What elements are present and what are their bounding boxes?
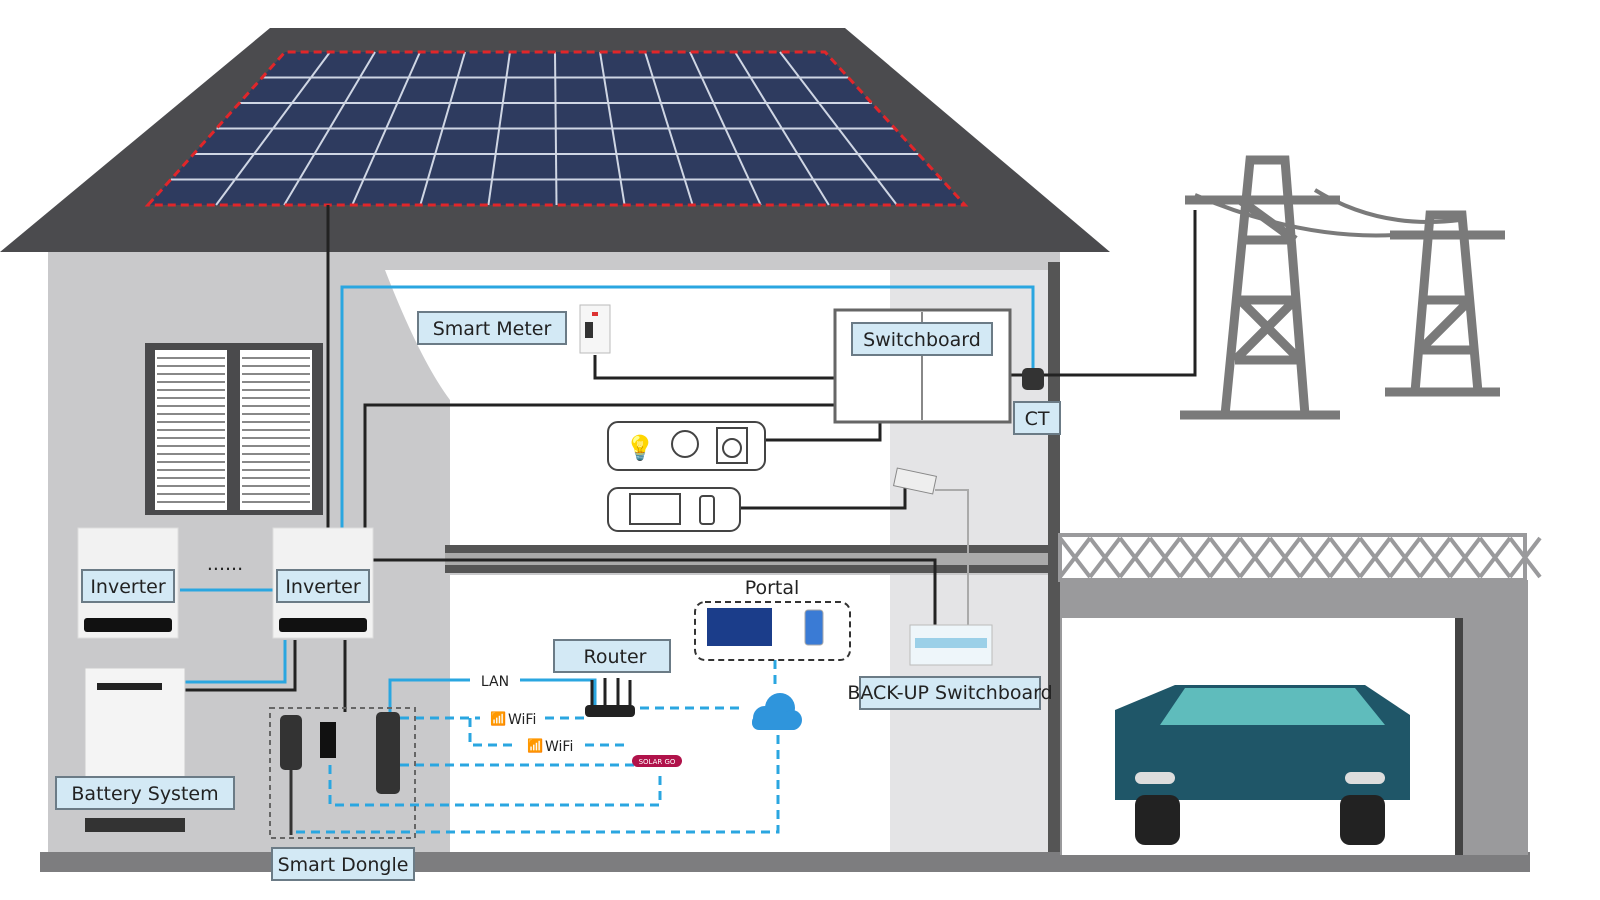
panel-col-line <box>351 51 421 206</box>
meter-cable <box>593 355 835 380</box>
wifi-icon-2: 📶 <box>527 738 543 754</box>
backup-switchboard-text: BACK-UP Switchboard <box>847 682 1052 704</box>
router-label: Router <box>553 639 671 673</box>
household-loads: 💡 <box>607 421 766 471</box>
smart-meter-text: Smart Meter <box>433 318 552 340</box>
meter-comm-line <box>340 285 1035 530</box>
portal[interactable] <box>694 601 851 661</box>
solar-panel-border <box>144 50 969 207</box>
wifi-icon-1: 📶 <box>490 711 506 727</box>
solar-go-logo: SOLAR GO <box>632 755 682 767</box>
panel-col-line <box>689 51 762 206</box>
backup-switchboard-device[interactable] <box>909 624 993 666</box>
wifi-label-1: WiFi <box>508 712 536 728</box>
panel-col-line <box>215 51 331 206</box>
monitor-icon <box>629 493 681 525</box>
router-device[interactable] <box>585 678 635 717</box>
panel-col-line <box>599 51 626 206</box>
switchboard-label: Switchboard <box>851 322 993 356</box>
grid-cable <box>1010 210 1197 377</box>
inverter-2-label: Inverter <box>276 569 370 603</box>
inverter-ac-cable <box>363 403 835 530</box>
bulb-icon: 💡 <box>625 434 655 462</box>
battery-system-label: Battery System <box>55 776 235 810</box>
lower-room-shade <box>890 575 1050 855</box>
power-pylon-icon <box>1180 155 1505 420</box>
battery-comm-line <box>185 640 287 684</box>
smart-meter-device[interactable] <box>579 304 611 354</box>
inverter-1-label: Inverter <box>81 569 175 603</box>
car-icon <box>1115 685 1410 845</box>
outlet-cable <box>740 485 907 510</box>
battery-cable <box>185 640 297 692</box>
outlet-backup-cable <box>935 489 969 625</box>
wifi-label-2: WiFi <box>545 739 573 755</box>
solar-panel-grid <box>170 51 942 206</box>
smart-meter-label: Smart Meter <box>417 311 567 345</box>
garage-pillar <box>1455 618 1463 855</box>
loads-cable <box>765 422 882 442</box>
portal-monitor-icon <box>707 608 772 646</box>
inverter-2-text: Inverter <box>285 576 361 598</box>
lan-line <box>388 678 597 712</box>
smart-dongle-label: Smart Dongle <box>271 847 415 881</box>
panel-col-line <box>283 51 376 206</box>
panel-col-line <box>487 51 511 206</box>
inverter-1-text: Inverter <box>90 576 166 598</box>
panel-col-line <box>779 51 898 206</box>
router-text: Router <box>584 646 647 668</box>
window-shutters <box>145 343 323 515</box>
inverter-ellipsis: ...... <box>207 553 243 575</box>
switchboard-text: Switchboard <box>863 329 981 351</box>
smart-dongle-devices[interactable] <box>269 707 416 839</box>
floor-divider <box>445 545 1057 553</box>
power-outlet <box>892 467 938 495</box>
battery-system-text: Battery System <box>71 783 218 805</box>
portal-label: Portal <box>745 577 800 599</box>
portal-phone-icon <box>804 609 824 646</box>
battery-system[interactable] <box>84 667 186 832</box>
ct-text: CT <box>1025 408 1050 430</box>
app-line <box>328 765 662 807</box>
cloud-dongle-line <box>292 660 780 834</box>
panel-col-line <box>734 51 830 206</box>
smart-dongle-text: Smart Dongle <box>278 854 409 876</box>
ct-label: CT <box>1013 401 1061 435</box>
panel-col-line <box>554 51 558 206</box>
wifi-line-2 <box>468 718 630 747</box>
fan-icon <box>671 430 699 458</box>
garage-truss <box>1058 536 1542 579</box>
lan-label: LAN <box>481 674 509 690</box>
phone-icon <box>699 495 715 525</box>
floor-divider-2 <box>445 565 1057 573</box>
panel-col-line <box>419 51 466 206</box>
panel-col-line <box>644 51 694 206</box>
solar-go-logo-text: SOLAR GO <box>639 758 676 766</box>
electronic-devices <box>607 487 741 532</box>
ct-clamp <box>1022 368 1044 390</box>
washing-machine-icon <box>716 427 748 464</box>
cloud-icon <box>752 693 802 730</box>
backup-switchboard-label: BACK-UP Switchboard <box>847 676 1053 710</box>
backup-cable <box>372 558 937 625</box>
